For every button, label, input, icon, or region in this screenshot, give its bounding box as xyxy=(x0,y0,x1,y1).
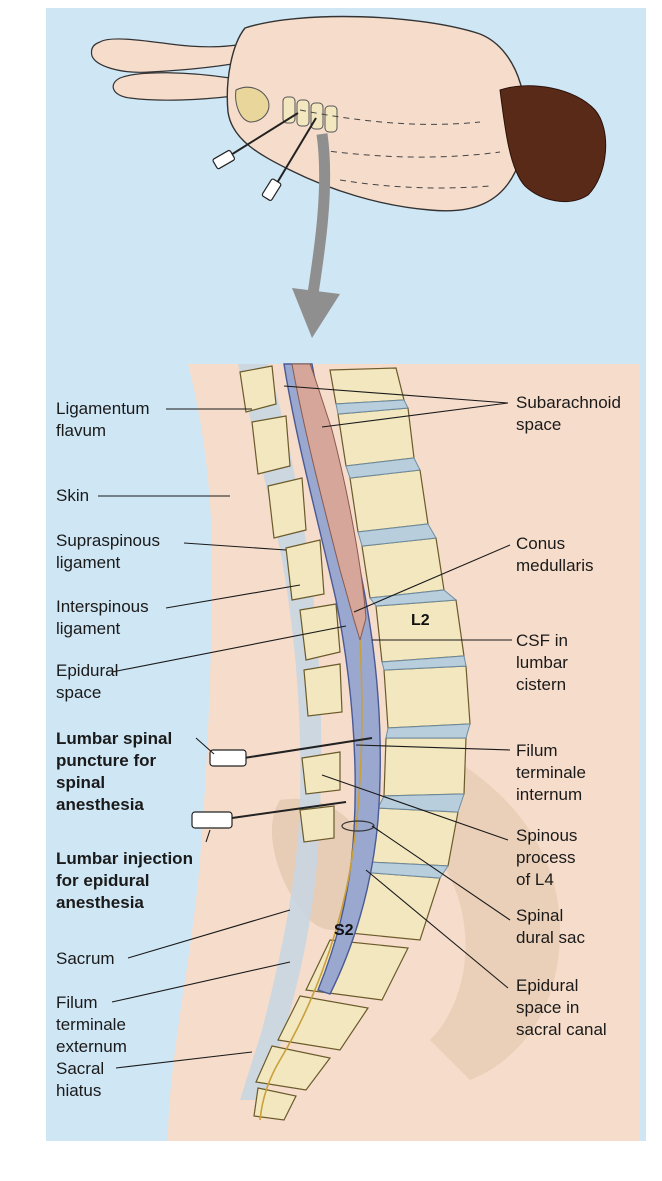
vertebra-label-s2: S2 xyxy=(334,922,354,939)
label-sacrum: Sacrum xyxy=(56,949,115,968)
leader-lines xyxy=(98,385,512,1069)
label-skin: Skin xyxy=(56,486,90,505)
spine-section xyxy=(168,363,640,1141)
label-sacral-hiatus: Sacral hiatus xyxy=(56,1059,105,1100)
label-conus-medullaris: Conus medullaris xyxy=(516,534,594,575)
label-spinous-process-l4: Spinous process of L4 xyxy=(516,826,578,889)
label-filum-terminale-internum: Filum terminale internum xyxy=(516,741,586,804)
label-lumbar-injection: Lumbar injection for epidural anesthesia xyxy=(56,849,193,912)
label-supraspinous-ligament: Supraspinous ligament xyxy=(56,531,160,572)
label-epidural-space: Epidural space xyxy=(56,661,119,702)
label-csf-lumbar-cistern: CSF in lumbar cistern xyxy=(516,631,568,694)
label-spinal-dural-sac: Spinal dural sac xyxy=(516,906,585,947)
label-subarachnoid-space: Subarachnoid space xyxy=(516,393,621,434)
label-ligamentum-flavum: Ligamentum flavum xyxy=(56,399,150,440)
vertebra-label-l2: L2 xyxy=(411,612,430,629)
label-epidural-space-sacral-canal: Epidural space in sacral canal xyxy=(516,976,607,1039)
label-lumbar-spinal-puncture: Lumbar spinal puncture for spinal anesth… xyxy=(56,729,173,814)
label-filum-terminale-externum: Filum terminale externum xyxy=(56,993,127,1056)
label-interspinous-ligament: Interspinous ligament xyxy=(56,597,149,638)
patient-illustration xyxy=(90,15,607,338)
